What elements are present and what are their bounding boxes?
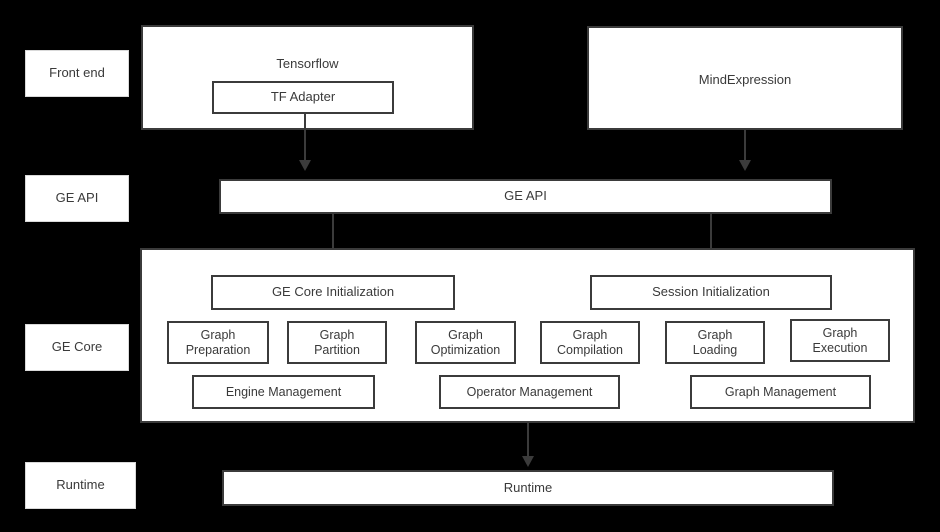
ge-core-initialization-box[interactable]: GE Core Initialization xyxy=(211,275,455,310)
connector-ge-api-to-ge-core-init xyxy=(332,214,334,262)
graph-execution-box[interactable]: Graph Execution xyxy=(790,319,890,362)
layer-label-front-end-text: Front end xyxy=(49,65,105,81)
connector-mindexpression-to-ge-api xyxy=(744,130,746,161)
arrow-head-ge-core-to-runtime xyxy=(522,456,534,467)
tensorflow-title: Tensorflow xyxy=(276,56,339,71)
operator-management-label: Operator Management xyxy=(466,384,593,399)
graph-loading-box[interactable]: Graph Loading xyxy=(665,321,765,364)
graph-loading-label: Graph Loading xyxy=(692,328,738,357)
layer-label-ge-core: GE Core xyxy=(25,324,129,371)
layer-label-front-end: Front end xyxy=(25,50,129,97)
ge-api-bar[interactable]: GE API xyxy=(219,179,832,214)
graph-optimization-label: Graph Optimization xyxy=(430,328,501,357)
arrow-head-tf-adapter-to-ge-api xyxy=(299,160,311,171)
session-initialization-box[interactable]: Session Initialization xyxy=(590,275,832,310)
runtime-bar-label: Runtime xyxy=(503,479,553,495)
connector-ge-core-to-runtime xyxy=(527,423,529,457)
engine-management-label: Engine Management xyxy=(225,384,342,399)
connector-ge-api-to-session-init xyxy=(710,214,712,262)
tensorflow-container[interactable]: Tensorflow xyxy=(141,25,474,130)
arrow-head-mindexpression-to-ge-api xyxy=(739,160,751,171)
layer-label-runtime: Runtime xyxy=(25,462,136,509)
graph-compilation-box[interactable]: Graph Compilation xyxy=(540,321,640,364)
runtime-bar[interactable]: Runtime xyxy=(222,470,834,506)
graph-compilation-label: Graph Compilation xyxy=(556,328,623,357)
engine-management-box[interactable]: Engine Management xyxy=(192,375,375,409)
graph-preparation-label: Graph Preparation xyxy=(185,328,251,357)
tf-adapter-label: TF Adapter xyxy=(270,89,336,105)
graph-preparation-box[interactable]: Graph Preparation xyxy=(167,321,269,364)
layer-label-ge-core-text: GE Core xyxy=(51,339,103,355)
session-initialization-label: Session Initialization xyxy=(652,284,770,300)
connector-tf-adapter-to-ge-api xyxy=(304,114,306,161)
tf-adapter-box[interactable]: TF Adapter xyxy=(212,81,394,114)
graph-execution-label: Graph Execution xyxy=(812,326,868,355)
operator-management-box[interactable]: Operator Management xyxy=(439,375,620,409)
mindexpression-container[interactable]: MindExpression xyxy=(587,26,903,130)
graph-optimization-box[interactable]: Graph Optimization xyxy=(415,321,516,364)
layer-label-ge-api-text: GE API xyxy=(55,190,99,206)
graph-management-label: Graph Management xyxy=(724,384,837,399)
ge-core-initialization-label: GE Core Initialization xyxy=(271,284,395,300)
graph-partition-box[interactable]: Graph Partition xyxy=(287,321,387,364)
graph-partition-label: Graph Partition xyxy=(314,328,360,357)
graph-management-box[interactable]: Graph Management xyxy=(690,375,871,409)
layer-label-ge-api: GE API xyxy=(25,175,129,222)
ge-api-bar-label: GE API xyxy=(504,188,547,204)
layer-label-runtime-text: Runtime xyxy=(56,477,105,493)
mindexpression-title: MindExpression xyxy=(698,72,792,87)
